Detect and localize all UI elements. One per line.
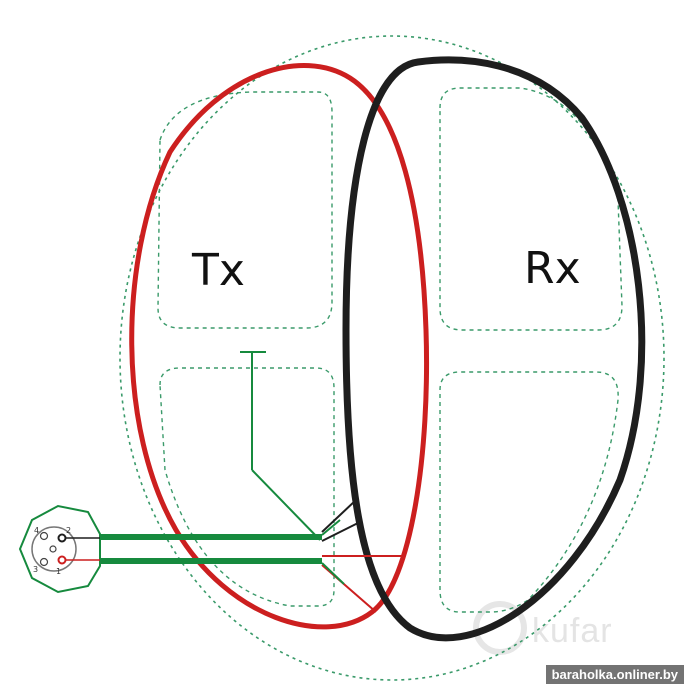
rx-label: Rx (524, 243, 581, 294)
tx-coil (129, 63, 430, 630)
connector-pin-3 (39, 557, 49, 567)
housing-outline (119, 35, 665, 681)
tx-label: Tx (191, 245, 245, 296)
connector-housing (18, 504, 101, 594)
pin-label-1: 1 (56, 567, 61, 576)
connector-pin-1 (57, 555, 67, 565)
cutout-bottom-left (159, 367, 335, 607)
watermark-site: baraholka.onliner.by (545, 665, 684, 684)
cutout-top-left (157, 91, 333, 329)
connector: 4 2 3 1 (18, 504, 101, 594)
watermark-brand: kufar (532, 612, 613, 650)
pin-label-3: 3 (33, 565, 38, 574)
connector-face (31, 526, 77, 572)
kufar-watermark: kufar (473, 601, 613, 655)
cable-breakout (321, 499, 405, 613)
connector-pin-4 (39, 531, 49, 541)
cutout-bottom-right (439, 371, 619, 613)
connector-pin-2 (57, 533, 67, 543)
shield-drain-wire (240, 351, 321, 541)
pin-label-2: 2 (66, 526, 71, 535)
connector-pin-center (49, 545, 57, 553)
kufar-logo-icon (473, 601, 527, 655)
pin-label-4: 4 (34, 526, 39, 535)
rx-coil (342, 56, 646, 642)
